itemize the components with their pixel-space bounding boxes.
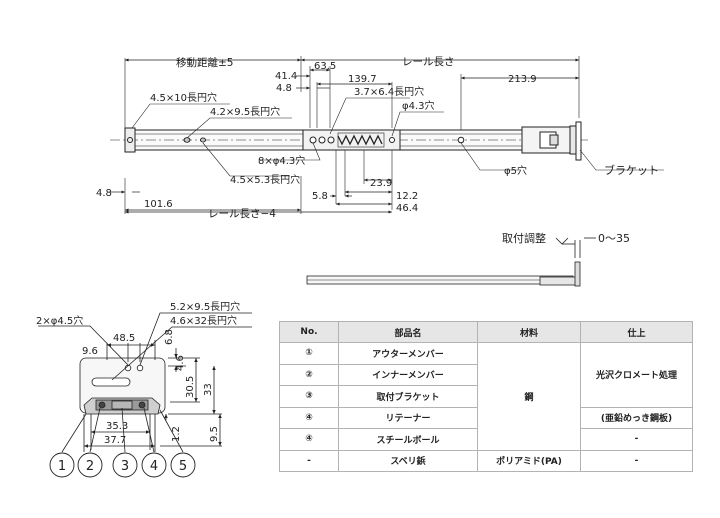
- row-part-name: アウターメンバー: [338, 342, 478, 365]
- callout-2-label: 2: [86, 459, 94, 474]
- finish-dash: -: [580, 428, 693, 451]
- top-view: 移動距離±5 レール長さ 63.5 41.4 139.7 4.8 213.9 4…: [96, 56, 664, 220]
- parts-table-header: No. 部品名 材料 仕上: [279, 321, 693, 343]
- side-view: 取付調整 0〜35: [306, 231, 630, 287]
- callout-3: [112, 452, 138, 478]
- material-pa: ポリアミド(PA): [477, 449, 581, 472]
- label-hole-5: φ5穴: [504, 164, 527, 177]
- row-part-name: スベリ鋲: [338, 449, 478, 472]
- label-hole-2x4-5: 2×φ4.5穴: [36, 314, 83, 327]
- row-no: ①: [279, 342, 339, 365]
- callout-5-label: 5: [179, 459, 187, 474]
- dim-6-8: 6.8: [164, 329, 175, 345]
- row-part-name: リテーナー: [338, 406, 478, 429]
- row-no: ②: [279, 363, 339, 386]
- label-slot-3-7x6-4: 3.7×6.4長円穴: [354, 85, 424, 98]
- label-mount-adjust: 取付調整: [502, 231, 546, 245]
- label-slot-5-2x9-5: 5.2×9.5長円穴: [170, 300, 240, 313]
- finish-chromate: 光沢クロメート処理: [580, 342, 693, 408]
- label-adjust-range: 0〜35: [598, 232, 630, 245]
- dim-37-7: 37.7: [104, 435, 126, 446]
- header-material: 材料: [477, 321, 581, 343]
- finish-galvanized: (亜鉛めっき鋼板): [580, 406, 693, 429]
- dim-rail-length-minus4: レール長さ−4: [208, 208, 276, 220]
- callout-3-label: 3: [121, 459, 129, 474]
- dim-46-4: 46.4: [396, 203, 418, 214]
- dim-33: 33: [203, 383, 214, 396]
- callout-1: [49, 452, 75, 478]
- header-no: No.: [279, 321, 339, 343]
- table-row: ① アウターメンバー 鋼 光沢クロメート処理: [279, 342, 693, 451]
- header-finish: 仕上: [580, 321, 693, 343]
- label-slot-4-2x9-5: 4.2×9.5長円穴: [210, 105, 280, 118]
- finish-dash: -: [580, 449, 693, 472]
- row-part-name: スチールボール: [338, 428, 478, 451]
- dim-1-2: 1.2: [171, 426, 182, 442]
- row-no: ④: [279, 428, 339, 451]
- dim-4-8-top: 4.8: [276, 83, 292, 94]
- dim-12-2: 12.2: [396, 191, 418, 202]
- callout-1-label: 1: [58, 459, 66, 474]
- label-holes-8x4-3: 8×φ4.3穴: [258, 154, 305, 167]
- label-hole-4-3: φ4.3穴: [402, 99, 435, 112]
- dim-48-5: 48.5: [113, 333, 135, 344]
- row-no: ④: [279, 406, 339, 429]
- dim-9-6: 9.6: [82, 346, 98, 357]
- material-steel: 鋼: [477, 342, 581, 451]
- label-bracket: ブラケット: [604, 163, 659, 177]
- row-no: ③: [279, 385, 339, 408]
- row-no: -: [279, 449, 339, 472]
- label-slot-4-5x10: 4.5×10長円穴: [150, 91, 217, 104]
- callout-4: [141, 452, 167, 478]
- dim-5-8: 5.8: [312, 191, 328, 202]
- parts-table: No. 部品名 材料 仕上 ① アウターメンバー 鋼 光沢クロメート処理 ② イ…: [279, 321, 693, 472]
- table-row: ③ 取付ブラケット: [279, 385, 693, 408]
- row-part-name: 取付ブラケット: [338, 385, 478, 408]
- dim-101-6: 101.6: [144, 199, 173, 210]
- dim-4-8-bottom: 4.8: [96, 188, 112, 199]
- callout-2: [77, 452, 103, 478]
- row-part-name: インナーメンバー: [338, 363, 478, 386]
- callout-5: [170, 452, 196, 478]
- dim-63-5: 63.5: [314, 61, 336, 72]
- label-slot-4-5x5-3: 4.5×5.3長円穴: [230, 173, 300, 186]
- dim-139-7: 139.7: [348, 74, 377, 85]
- dim-rail-length: レール長さ: [402, 56, 455, 68]
- callout-4-label: 4: [150, 459, 158, 474]
- dim-23-9: 23.9: [370, 178, 392, 189]
- dim-35-3: 35.3: [106, 421, 128, 432]
- label-slot-4-6x32: 4.6×32長円穴: [170, 314, 237, 327]
- dim-41-4: 41.4: [275, 71, 297, 82]
- dim-4-6: 4.6: [175, 355, 186, 371]
- table-row: - スベリ鋲 ポリアミド(PA) -: [279, 449, 693, 472]
- header-part-name: 部品名: [338, 321, 478, 343]
- dim-9-5: 9.5: [209, 426, 220, 442]
- section-view: 2×φ4.5穴 5.2×9.5長円穴 4.6×32長円穴 48.5 9.6 6.…: [36, 300, 252, 478]
- table-row: ④ スチールボール -: [279, 428, 693, 451]
- dim-213-9: 213.9: [508, 74, 537, 85]
- dim-30-5: 30.5: [185, 376, 196, 398]
- dim-travel: 移動距離±5: [176, 56, 233, 69]
- table-row: ④ リテーナー (亜鉛めっき鋼板): [279, 406, 693, 429]
